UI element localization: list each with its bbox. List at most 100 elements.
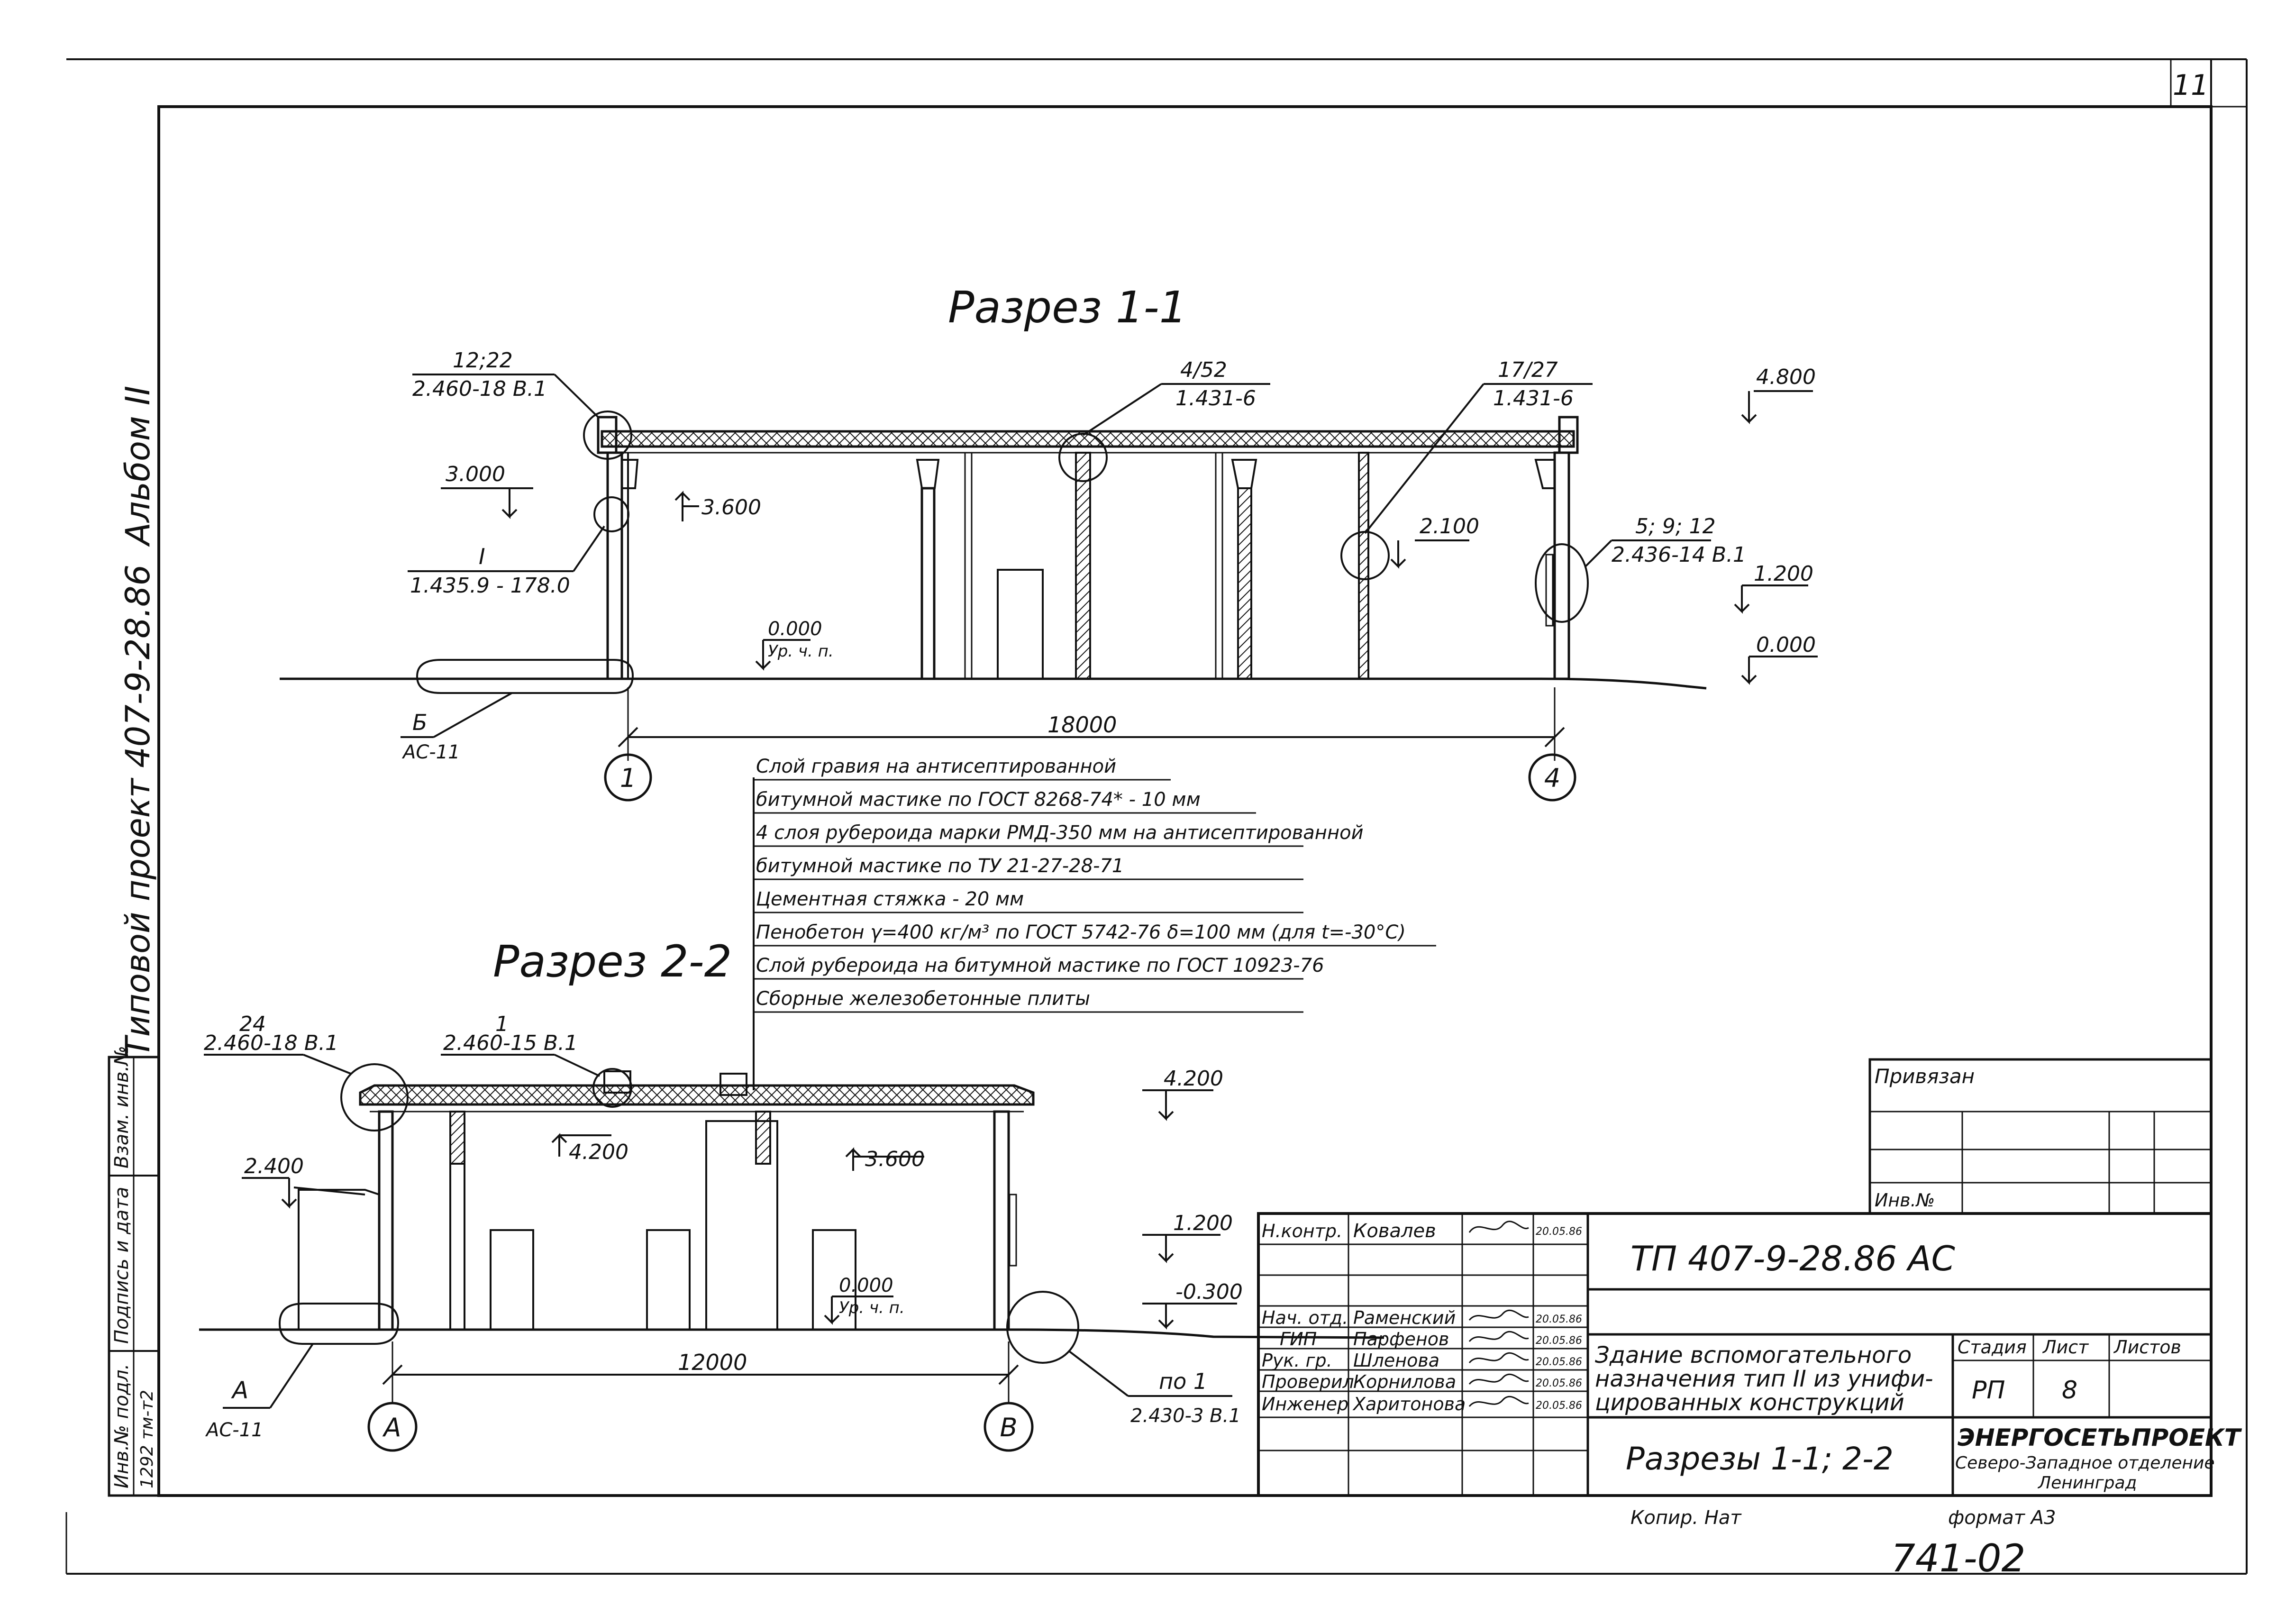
copy-label: Копир. Нат xyxy=(1630,1507,1742,1529)
object-line-1: Здание вспомогательного xyxy=(1595,1342,1912,1369)
callout-i-bottom: 1.435.9 - 178.0 xyxy=(410,574,570,598)
sheet-header: Лист xyxy=(2042,1337,2089,1358)
title-block-lines xyxy=(1257,1058,2213,1497)
floor-note-1: Ур. ч. п. xyxy=(768,642,834,661)
level-4200-inside: 4.200 xyxy=(569,1140,628,1164)
page-number: 11 xyxy=(2173,69,2209,102)
level-4200-right: 4.200 xyxy=(1164,1067,1223,1091)
callout-po1-top: по 1 xyxy=(1159,1369,1207,1394)
person-name: Парфенов xyxy=(1353,1329,1449,1350)
callout-a-bottom: АС-11 xyxy=(205,1419,264,1441)
person-date: 20.05.86 xyxy=(1536,1335,1582,1347)
axis-4: 4 xyxy=(1544,763,1560,793)
level-2100: 2.100 xyxy=(1420,514,1479,538)
callout-12-22-top: 12;22 xyxy=(453,348,513,373)
level-4800: 4.800 xyxy=(1756,365,1816,389)
object-line-3: цированных конструкций xyxy=(1595,1389,1904,1416)
person-role: Проверил xyxy=(1262,1371,1354,1392)
org-branch: Северо-Западное отделение xyxy=(1955,1453,2215,1473)
callout-12-22-bottom: 2.460-18 В.1 xyxy=(412,377,547,401)
person-date: 20.05.86 xyxy=(1536,1226,1582,1238)
person-role: Нач. отд. xyxy=(1262,1307,1348,1328)
callout-24-top: 24 xyxy=(239,1012,266,1036)
signature-mark xyxy=(1468,1396,1529,1407)
sheet-frame xyxy=(65,58,2248,1575)
axis-a: А xyxy=(382,1413,401,1442)
person-name: Шленова xyxy=(1353,1350,1439,1371)
axis-1: 1 xyxy=(620,763,636,793)
person-date: 20.05.86 xyxy=(1536,1378,1582,1389)
object-line-2: назначения тип II из унифи- xyxy=(1595,1366,1933,1392)
section2-drawing xyxy=(199,1054,1384,1452)
dimension-18000: 18000 xyxy=(1047,712,1117,738)
side-stamp-col1: Взам. инв.№ xyxy=(111,1046,133,1168)
level-3600-s2: 3.600 xyxy=(865,1147,925,1171)
callout-24-bottom: 2.460-18 В.1 xyxy=(204,1031,338,1055)
section1-labels: 12;22 2.460-18 В.1 4/52 1.431-6 17/27 1.… xyxy=(401,348,1816,793)
roof-layer-2: битумной мастике по ГОСТ 8268-74* - 10 м… xyxy=(756,789,1201,811)
side-stamp-col3-value: 1292 тм-т2 xyxy=(137,1390,157,1488)
project-label: Типовой проект 407-9-28.86 xyxy=(118,565,157,1057)
roof-layer-7: Слой рубероида на битумной мастике по ГО… xyxy=(756,955,1324,976)
callout-b-bottom: АС-11 xyxy=(401,741,460,763)
format-label: формат А3 xyxy=(1948,1507,2056,1529)
document-code: ТП 407-9-28.86 АС xyxy=(1630,1239,1955,1278)
bottom-number: 741-02 xyxy=(1891,1536,2025,1580)
section2-title: Разрез 2-2 xyxy=(493,936,732,987)
section1-drawing xyxy=(280,374,1818,802)
roof-layer-6: Пенобетон γ=400 кг/м³ по ГОСТ 5742-76 δ=… xyxy=(756,921,1406,943)
person-date: 20.05.86 xyxy=(1536,1314,1582,1325)
person-name: Ковалев xyxy=(1353,1220,1436,1242)
person-name: Корнилова xyxy=(1353,1371,1456,1392)
signature-mark xyxy=(1468,1309,1529,1321)
level-0000-right: 0.000 xyxy=(1756,633,1816,657)
callout-4-52-bottom: 1.431-6 xyxy=(1175,386,1256,411)
level-1200: 1.200 xyxy=(1754,562,1813,586)
signature-mark xyxy=(1468,1221,1529,1233)
signature-mark xyxy=(1468,1331,1529,1342)
org-city: Ленинград xyxy=(2037,1473,2137,1493)
level-3600: 3.600 xyxy=(701,495,761,520)
stage-value: РП xyxy=(1972,1376,2005,1405)
roof-layer-8: Сборные железобетонные плиты xyxy=(756,988,1090,1010)
roof-layer-4: битумной мастике по ТУ 21-27-28-71 xyxy=(756,855,1124,877)
level-minus-0300: -0.300 xyxy=(1175,1280,1243,1304)
callout-17-27-top: 17/27 xyxy=(1498,358,1558,382)
signatures-table: Н.контр. Ковалев 20.05.86 Нач. отд. Раме… xyxy=(1262,1220,1582,1414)
axis-v: В xyxy=(1000,1413,1017,1442)
roof-layer-3: 4 слоя рубероида марки РМД-350 мм на ант… xyxy=(756,822,1364,844)
floor-note-2: Ур. ч. п. xyxy=(839,1298,905,1317)
person-date: 20.05.86 xyxy=(1536,1400,1582,1412)
sheet-title: Разрезы 1-1; 2-2 xyxy=(1626,1441,1894,1477)
callout-5-9-12-top: 5; 9; 12 xyxy=(1635,514,1716,538)
sheets-header: Листов xyxy=(2113,1337,2181,1358)
person-role: ГИП xyxy=(1280,1329,1317,1350)
level-1200-s2: 1.200 xyxy=(1173,1211,1233,1235)
roof-layers-note xyxy=(753,777,1436,1090)
side-stamp-col3: Инв.№ подл. xyxy=(111,1364,133,1488)
callout-i-top: I xyxy=(479,544,485,569)
org-name: ЭНЕРГОСЕТЬПРОЕКТ xyxy=(1958,1424,2242,1451)
callout-17-27-bottom: 1.431-6 xyxy=(1493,386,1574,411)
level-0000-floor: 0.000 xyxy=(768,618,822,640)
person-name: Раменский xyxy=(1353,1307,1456,1328)
inv-no-label: Инв.№ xyxy=(1875,1190,1935,1211)
person-date: 20.05.86 xyxy=(1536,1356,1582,1368)
level-0000-s2: 0.000 xyxy=(839,1275,893,1296)
person-role: Н.контр. xyxy=(1262,1221,1342,1241)
level-2400: 2.400 xyxy=(244,1154,304,1178)
stage-header: Стадия xyxy=(1958,1337,2027,1358)
roof-layer-5: Цементная стяжка - 20 мм xyxy=(756,888,1024,910)
person-role: Рук. гр. xyxy=(1262,1350,1332,1371)
callout-5-9-12-bottom: 2.436-14 В.1 xyxy=(1612,543,1746,567)
callout-1-top: 1 xyxy=(495,1012,509,1036)
person-name: Харитонова xyxy=(1352,1394,1466,1414)
callout-4-52-top: 4/52 xyxy=(1180,358,1227,382)
side-stamp xyxy=(108,1056,160,1497)
section1-title: Разрез 1-1 xyxy=(948,282,1187,333)
callout-b-top: Б xyxy=(412,710,428,735)
album-label: Альбом II xyxy=(118,386,157,547)
callout-1-bottom: 2.460-15 В.1 xyxy=(443,1031,578,1055)
callout-a-top: А xyxy=(231,1377,248,1404)
